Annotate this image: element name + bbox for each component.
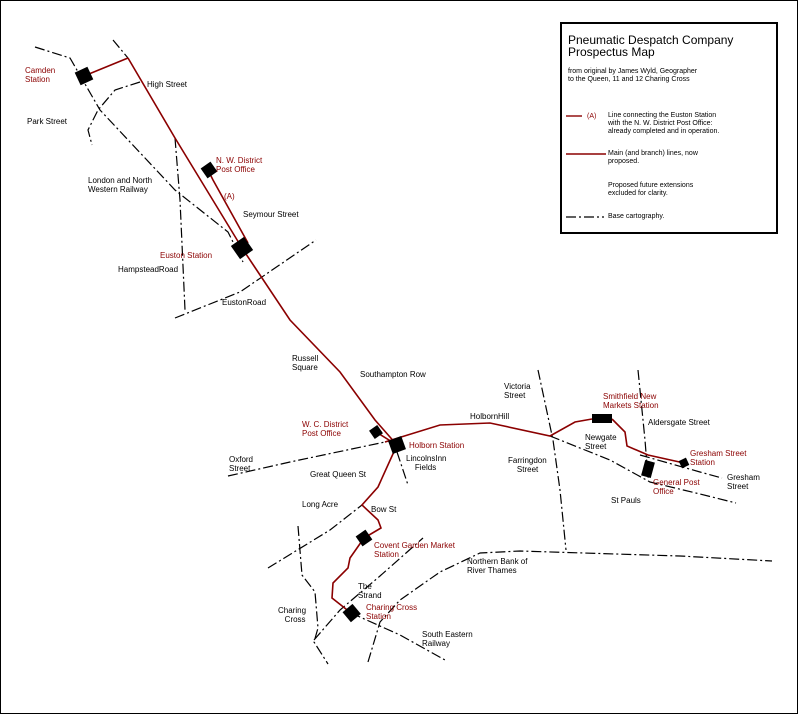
label-park-street: Park Street: [27, 117, 68, 126]
label-general-post-office: General Post Office: [653, 478, 700, 496]
road-euston: [174, 239, 317, 319]
label-victoria-street: Victoria Street: [504, 382, 531, 400]
label-euston-road: EustonRoad: [222, 298, 267, 307]
road-fleet: [549, 435, 737, 504]
label-high-street: High Street: [147, 80, 188, 89]
label-bow-st: Bow St: [371, 505, 397, 514]
label-seymour-street: Seymour Street: [243, 210, 299, 219]
label-farringdon-street: Farringdon Street: [508, 456, 547, 474]
label-russell-square: Russell Square: [292, 354, 319, 372]
legend-title: Pneumatic Despatch Company Prospectus Ma…: [568, 33, 734, 59]
label-line-a: (A): [224, 192, 235, 201]
legend-entry-base: Base cartography.: [608, 213, 665, 220]
road-oxford: [227, 441, 386, 477]
station-gpo-marker[interactable]: [641, 459, 655, 479]
station-gresham-marker[interactable]: [678, 457, 690, 469]
legend-entry-completed: Line connecting the Euston Station with …: [608, 112, 720, 135]
label-st-pauls: St Pauls: [611, 496, 641, 505]
railway-lnwr: [34, 46, 244, 263]
station-euston-marker[interactable]: [230, 236, 254, 260]
station-camden-marker[interactable]: [74, 66, 94, 86]
label-charing-cross-station: Charing Cross Station: [366, 603, 418, 621]
road-strand: [313, 537, 424, 641]
label-aldersgate-street: Aldersgate Street: [648, 418, 710, 427]
label-gresham-station: Gresham Street Station: [690, 449, 747, 467]
river-thames-bank: [367, 550, 773, 663]
label-long-acre: Long Acre: [302, 500, 339, 509]
label-lnwr: London and North Western Railway: [88, 176, 153, 194]
label-oxford-street: Oxford Street: [229, 455, 254, 473]
road-park-street: [87, 81, 141, 146]
label-holborn-hill: HolbornHill: [470, 412, 510, 421]
line-camden-branch: [83, 57, 129, 77]
road-lincolns: [396, 451, 409, 486]
label-holborn-station: Holborn Station: [409, 441, 465, 450]
station-charing-marker[interactable]: [342, 603, 361, 623]
label-great-queen-st: Great Queen St: [310, 470, 367, 479]
label-nw-post-office: N. W. District Post Office: [216, 156, 263, 174]
station-holborn-marker[interactable]: [388, 436, 406, 454]
road-gresham: [639, 454, 723, 479]
road-high-street-north: [112, 39, 129, 59]
label-lincolns-inn-fields: LincolnsInn Fields: [406, 454, 447, 472]
legend-subtitle: from original by James Wyld, Geographer …: [568, 68, 698, 83]
label-wc-post-office: W. C. District Post Office: [302, 420, 349, 438]
label-covent-garden-station: Covent Garden Market Station: [374, 541, 455, 559]
label-euston-station: Euston Station: [160, 251, 213, 260]
label-camden-station: Camden Station: [25, 66, 56, 84]
road-farringdon: [537, 369, 567, 551]
map-legend: Pneumatic Despatch Company Prospectus Ma…: [560, 22, 778, 234]
station-wc-post-marker[interactable]: [369, 425, 383, 439]
road-hampstead: [174, 137, 186, 311]
label-hampstead-road: HampsteadRoad: [118, 265, 179, 274]
road-charing-cross: [297, 525, 329, 665]
station-markers: [74, 66, 690, 623]
label-thames: Northern Bank of River Thames: [467, 557, 528, 575]
label-southampton-row: Southampton Row: [360, 370, 426, 379]
label-newgate-street: Newgate Street: [585, 433, 617, 451]
legend-entry-future: Proposed future extensions excluded for …: [608, 182, 694, 197]
label-south-eastern-railway: South Eastern Railway: [422, 630, 473, 648]
legend-marker-a: (A): [587, 113, 597, 120]
label-the-strand: The Strand: [358, 582, 382, 600]
label-charing-cross: Charing Cross: [278, 606, 307, 624]
legend-entry-proposed: Main (and branch) lines, now proposed.: [608, 150, 698, 165]
station-nw-post-marker[interactable]: [200, 161, 218, 179]
base-cartography: [34, 39, 773, 665]
station-covent-marker[interactable]: [355, 529, 373, 547]
label-gresham-street: Gresham Street: [727, 473, 760, 491]
legend-swatches: [566, 115, 606, 218]
station-smithfield-marker[interactable]: [592, 414, 612, 423]
line-main-north: [127, 57, 398, 446]
road-long-acre: [267, 504, 363, 569]
label-smithfield-station: Smithfield New Markets Station: [603, 392, 659, 410]
